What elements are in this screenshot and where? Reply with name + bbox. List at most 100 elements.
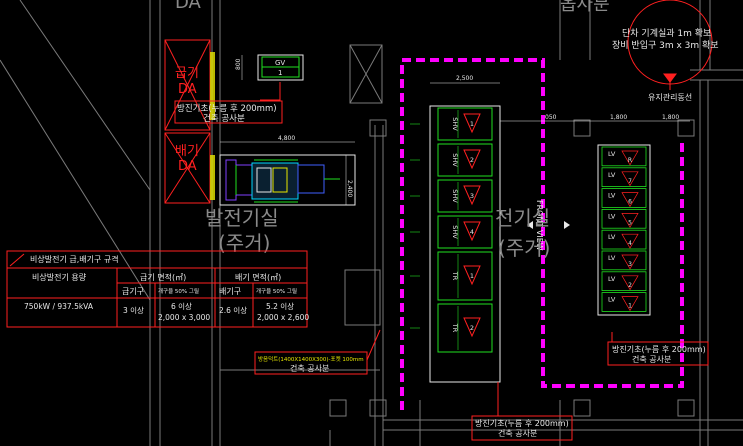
shv-panel-num: 1 — [470, 120, 474, 128]
shv-panel-type: TR — [451, 271, 459, 281]
shv-panel-num: 2 — [470, 324, 474, 332]
table-exhaust-value: 2.6 이상 — [219, 305, 247, 315]
table-exhaust-open-1: 5.2 이상 — [266, 301, 294, 311]
table-supply-value: 3 이상 — [123, 305, 144, 315]
shv-panel-3[interactable]: SHV 3 — [410, 179, 493, 213]
exhaust-da-label-1: 배기 — [175, 144, 199, 159]
lv-panel-num: 3 — [628, 261, 632, 268]
shv-panel-num: 3 — [470, 192, 474, 200]
vib-base-2-line1: 방진기초(누름 후 200mm) — [612, 344, 706, 354]
vib-base-1-line1: 방진기초(누름 후 200mm) — [177, 103, 277, 114]
shv-panel-type: SHV — [451, 225, 459, 239]
lv-panel-type: LV — [608, 254, 616, 262]
shv-panel-num: 4 — [470, 228, 474, 236]
vib-base-note-1 — [174, 82, 283, 124]
lv-panel-1[interactable]: LV1 — [601, 292, 647, 312]
dim-2500: 2,500 — [456, 75, 473, 82]
table-col-capacity: 비상발전기 용량 — [32, 272, 87, 282]
lv-panel-type: LV — [608, 275, 616, 283]
lv-panel-type: LV — [608, 212, 616, 220]
front-view-arrow-right — [564, 221, 570, 229]
vib-base-3-line1: 방진기초(누름 후 200mm) — [475, 418, 569, 428]
maintenance-label: 유지관리동선 — [648, 92, 692, 102]
duct-note-line1: 방음덕트(1400X1400X300)-포켓 100mm — [258, 355, 364, 363]
top-note-line2: 장비 반입구 3m x 3m 확보 — [612, 39, 719, 51]
dim-4800: 4,800 — [278, 135, 295, 142]
generator[interactable]: 2,400 — [219, 154, 356, 206]
table-capacity-value: 750kW / 937.5kVA — [24, 302, 94, 311]
dim-050: 050 — [545, 114, 557, 121]
lv-panel-2[interactable]: LV 2 — [601, 271, 647, 291]
lv-panel-4[interactable]: LV 4 — [601, 229, 647, 250]
vib-base-2-line2: 건축 공사분 — [632, 354, 671, 364]
shv-panel-1[interactable]: SHV 1 — [410, 107, 493, 141]
lv-panel-type: LV — [608, 233, 616, 241]
exhaust-da[interactable]: 배기 DA — [164, 132, 215, 204]
gen-room-label-1: 발전기실 — [205, 206, 279, 230]
table-sub-exhaust: 배기구 — [219, 287, 241, 296]
duct-note — [254, 329, 381, 375]
vib-base-1-line2: 건축 공사분 — [203, 113, 245, 124]
front-view-arrow-left — [527, 221, 533, 229]
gv-num: 1 — [278, 69, 282, 77]
lv-panel-5[interactable]: LV 5 — [601, 208, 647, 229]
gv-title: GV — [275, 59, 285, 67]
lv-panel-num: 4 — [628, 240, 632, 247]
clearance-circle — [627, 0, 713, 90]
top-note-line1: 단차 기계실과 1m 확보 — [622, 27, 711, 39]
dim-1800a: 1,800 — [610, 114, 627, 121]
lv-panel-num: 5 — [628, 219, 632, 226]
vib-base-note-3 — [471, 382, 573, 441]
lv-panel-7[interactable]: LV7 — [601, 167, 647, 188]
lv-panel-3[interactable]: LV 3 — [601, 250, 647, 271]
shv-panel-4[interactable]: SHV 4 — [410, 215, 493, 249]
supply-da-label-2: DA — [178, 82, 197, 97]
lv-panel-num: 2 — [628, 282, 632, 289]
table-supply-open-2: 2,000 x 3,000 — [158, 313, 210, 322]
shv-panel-type: SHV — [451, 189, 459, 203]
shv-panel-type: SHV — [451, 117, 459, 131]
front-view-label: FRONT VIEW — [535, 200, 544, 251]
lv-panel-num: 6 — [628, 199, 632, 206]
duct-note-line2: 건축 공사분 — [290, 363, 329, 373]
electrical-room-boundary — [400, 58, 684, 410]
shv-panel-num: 2 — [470, 156, 474, 164]
table-sub-exhaust-open: 개구율 50% 그릴 — [256, 287, 297, 295]
lv-panel-6[interactable]: LV 6 — [601, 188, 647, 208]
dim-1800b: 1,800 — [662, 114, 679, 121]
shv-panel-type: TR — [451, 323, 459, 333]
lv-panel-num: R — [628, 157, 632, 164]
spec-table — [6, 250, 308, 328]
shv-panel-type: SHV — [451, 153, 459, 167]
exhaust-da-label-2: DA — [178, 159, 197, 174]
table-supply-open-1: 6 이상 — [171, 301, 192, 311]
table-col-exhaust: 배기 면적(㎡) — [235, 272, 281, 282]
gen-dim: 2,400 — [346, 180, 353, 197]
lv-panel-type: LV — [608, 150, 616, 158]
gv-box[interactable]: GV 1 800 — [235, 54, 304, 81]
table-exhaust-open-2: 2,000 x 2,600 — [257, 313, 309, 322]
table-title: 비상발전기 급,배기구 규격 — [30, 254, 119, 264]
top-da-label: DA — [175, 0, 202, 13]
top-right-label: 옵사분 — [560, 0, 610, 15]
elec-room-label-1: 전기실 — [495, 206, 550, 230]
elec-room-label-2: (주거) — [498, 236, 550, 260]
vib-base-3-line2: 건축 공사분 — [498, 428, 537, 438]
vib-base-note-2 — [607, 332, 709, 366]
shv-panel-6[interactable]: TR 2 — [410, 303, 493, 353]
lv-panel-R[interactable]: LV R — [601, 146, 647, 167]
gv-dim: 800 — [235, 58, 242, 70]
lv-panel-type: LV — [608, 192, 616, 200]
table-sub-supply-open: 개구율 50% 그릴 — [158, 287, 199, 295]
shv-panel-2[interactable]: SHV 2 — [410, 143, 493, 177]
supply-da-label-1: 급기 — [175, 66, 199, 81]
lv-panel-num: 7 — [628, 178, 632, 185]
table-sub-supply: 급기구 — [122, 287, 144, 296]
supply-da[interactable]: 급기 DA — [164, 39, 215, 131]
lv-panel-type: LV — [608, 296, 616, 304]
